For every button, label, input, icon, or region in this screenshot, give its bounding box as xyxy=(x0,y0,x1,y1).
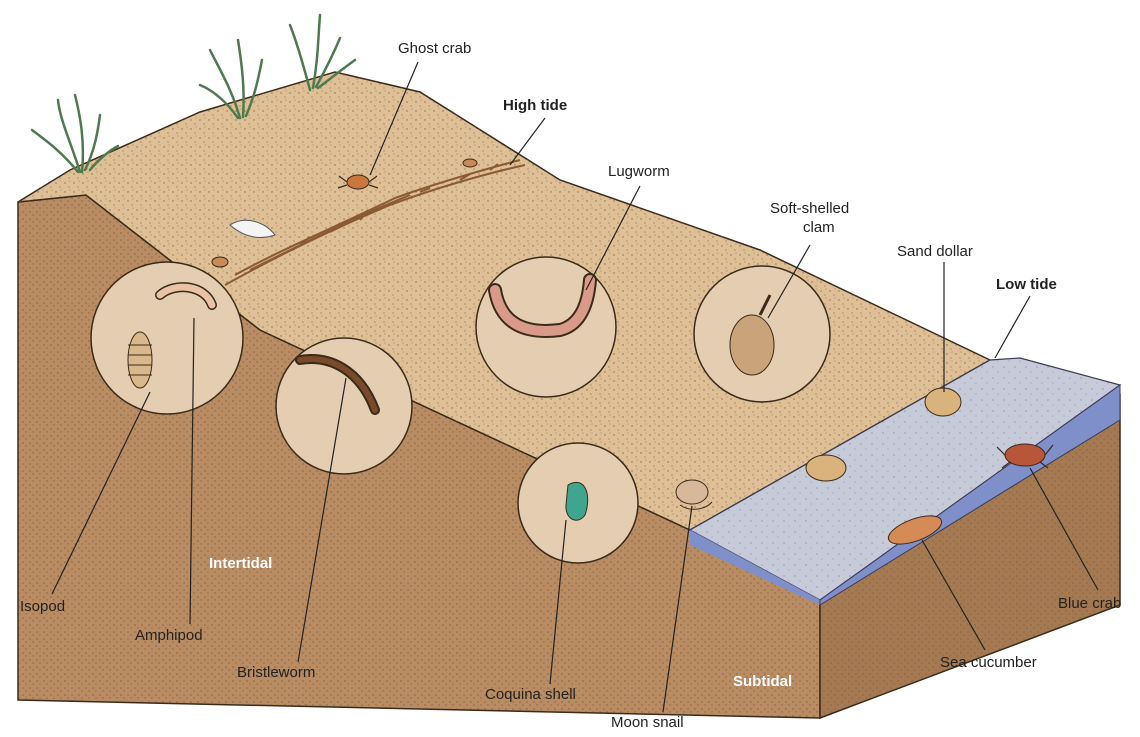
magnifier-soft-shelled-clam xyxy=(694,266,830,402)
zone-label-intertidal: Intertidal xyxy=(209,555,272,572)
label-sea-cucumber: Sea cucumber xyxy=(940,654,1037,671)
zone-label-subtidal: Subtidal xyxy=(733,673,792,690)
label-bristleworm: Bristleworm xyxy=(237,664,315,681)
label-amphipod: Amphipod xyxy=(135,627,203,644)
label-moon-snail: Moon snail xyxy=(611,714,684,731)
label-soft-shelled-clam-line1: Soft-shelled xyxy=(770,200,849,217)
label-sand-dollar: Sand dollar xyxy=(897,243,973,260)
magnifier-coquina-shell xyxy=(518,443,638,563)
label-low-tide: Low tide xyxy=(996,276,1057,293)
label-coquina-shell: Coquina shell xyxy=(485,686,576,703)
label-soft-shelled-clam-line2: clam xyxy=(803,219,835,236)
label-high-tide: High tide xyxy=(503,97,567,114)
magnifier-bristleworm xyxy=(276,338,412,474)
shell-illustration xyxy=(212,257,228,267)
label-lugworm: Lugworm xyxy=(608,163,670,180)
label-blue-crab: Blue crab xyxy=(1058,595,1121,612)
label-isopod: Isopod xyxy=(20,598,65,615)
magnifier-isopod-amphipod xyxy=(91,262,243,414)
label-ghost-crab: Ghost crab xyxy=(398,40,471,57)
magnifier-lugworm xyxy=(476,257,616,397)
shell-illustration xyxy=(463,159,477,167)
